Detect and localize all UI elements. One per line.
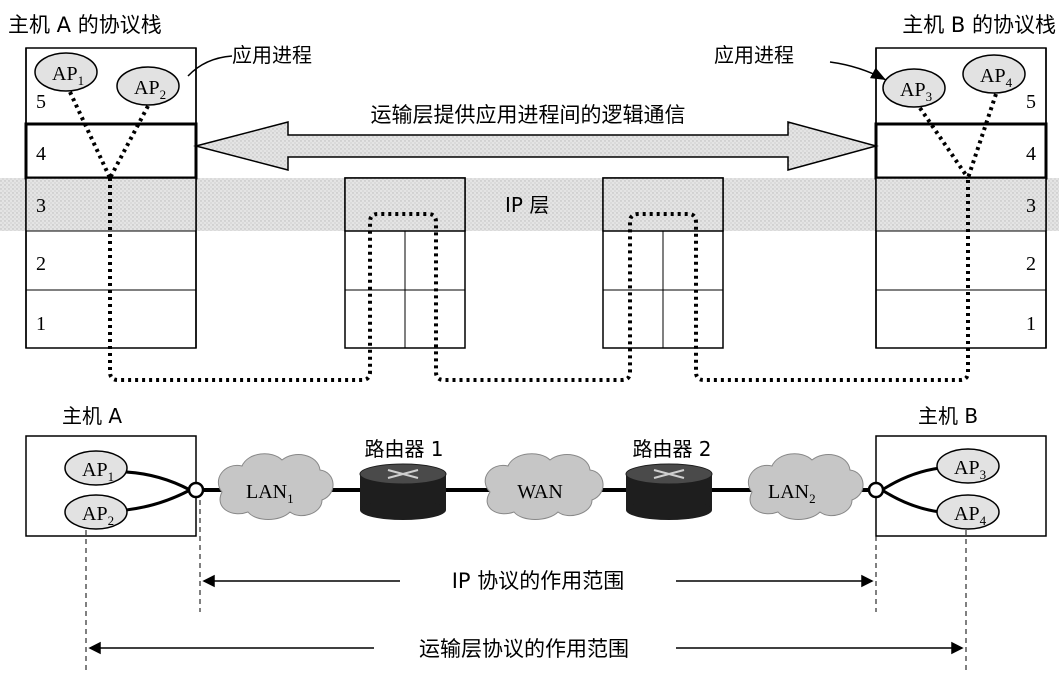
ip-layer-label: IP 层 [505,193,549,217]
app-process-leader-b [829,61,887,81]
router-1-label: 路由器 1 [364,437,443,461]
ap2-bottom: AP2 [64,494,128,530]
app-process-label-b: 应用进程 [714,43,794,67]
svg-text:AP4: AP4 [954,503,987,528]
ap4-bottom: AP4 [936,494,1000,530]
lan1-cloud: LAN1 [217,453,334,520]
ip-scope-label: IP 协议的作用范围 [452,569,625,593]
svg-text:AP1: AP1 [52,63,84,88]
router-2 [625,463,713,520]
host-b-stack-title: 主机 B 的协议栈 [902,13,1056,37]
svg-text:AP1: AP1 [82,459,114,484]
host-b-port [867,481,885,499]
svg-text:AP2: AP2 [82,503,114,528]
app-process-label-a: 应用进程 [232,43,312,67]
host-b-layer-1: 1 [1026,313,1036,335]
scope-guides [85,500,967,670]
host-b-layer-2: 2 [1026,253,1036,275]
ip-scope-arrow [202,574,874,588]
router-1-stack [344,177,466,349]
svg-text:AP3: AP3 [954,457,986,482]
host-b-stack [874,47,1048,349]
host-a-port [187,481,205,499]
router-1 [359,463,447,520]
host-a-label: 主机 A [62,404,122,428]
ap3-bottom: AP3 [936,448,1000,484]
dotted-data-path [68,91,998,382]
host-b-layer-3: 3 [1026,195,1036,217]
transport-scope-label: 运输层协议的作用范围 [419,637,629,661]
ap2-top: AP2 [116,66,180,106]
svg-text:AP4: AP4 [980,65,1013,90]
router-2-stack [602,177,724,349]
host-a-layer-5: 5 [36,91,46,113]
host-b-layer-5: 5 [1026,91,1036,113]
host-a-layer-3: 3 [36,195,46,217]
host-a-layer-1: 1 [36,313,46,335]
ap4-top: AP4 [962,54,1026,94]
svg-text:AP3: AP3 [900,79,932,104]
host-a-stack-title: 主机 A 的协议栈 [8,13,162,37]
ap1-bottom: AP1 [64,450,128,486]
ap3-top: AP3 [882,68,946,108]
app-process-leader-a [187,55,233,77]
host-a-layer-2: 2 [36,253,46,275]
transport-scope-arrow [88,641,964,655]
svg-text:LAN1: LAN1 [246,481,294,506]
svg-text:WAN: WAN [517,481,563,503]
svg-text:AP2: AP2 [134,77,166,102]
host-a-layer-4: 4 [36,143,46,165]
ap1-top: AP1 [34,52,98,92]
host-b-layer-4: 4 [1026,143,1036,165]
router-2-label: 路由器 2 [632,437,711,461]
transport-arrow-label: 运输层提供应用进程间的逻辑通信 [371,103,686,127]
lan2-cloud: LAN2 [747,453,864,520]
wan-cloud: WAN [484,453,604,520]
transport-logical-arrow [193,121,879,171]
svg-text:LAN2: LAN2 [768,481,816,506]
host-b-label: 主机 B [918,404,978,428]
